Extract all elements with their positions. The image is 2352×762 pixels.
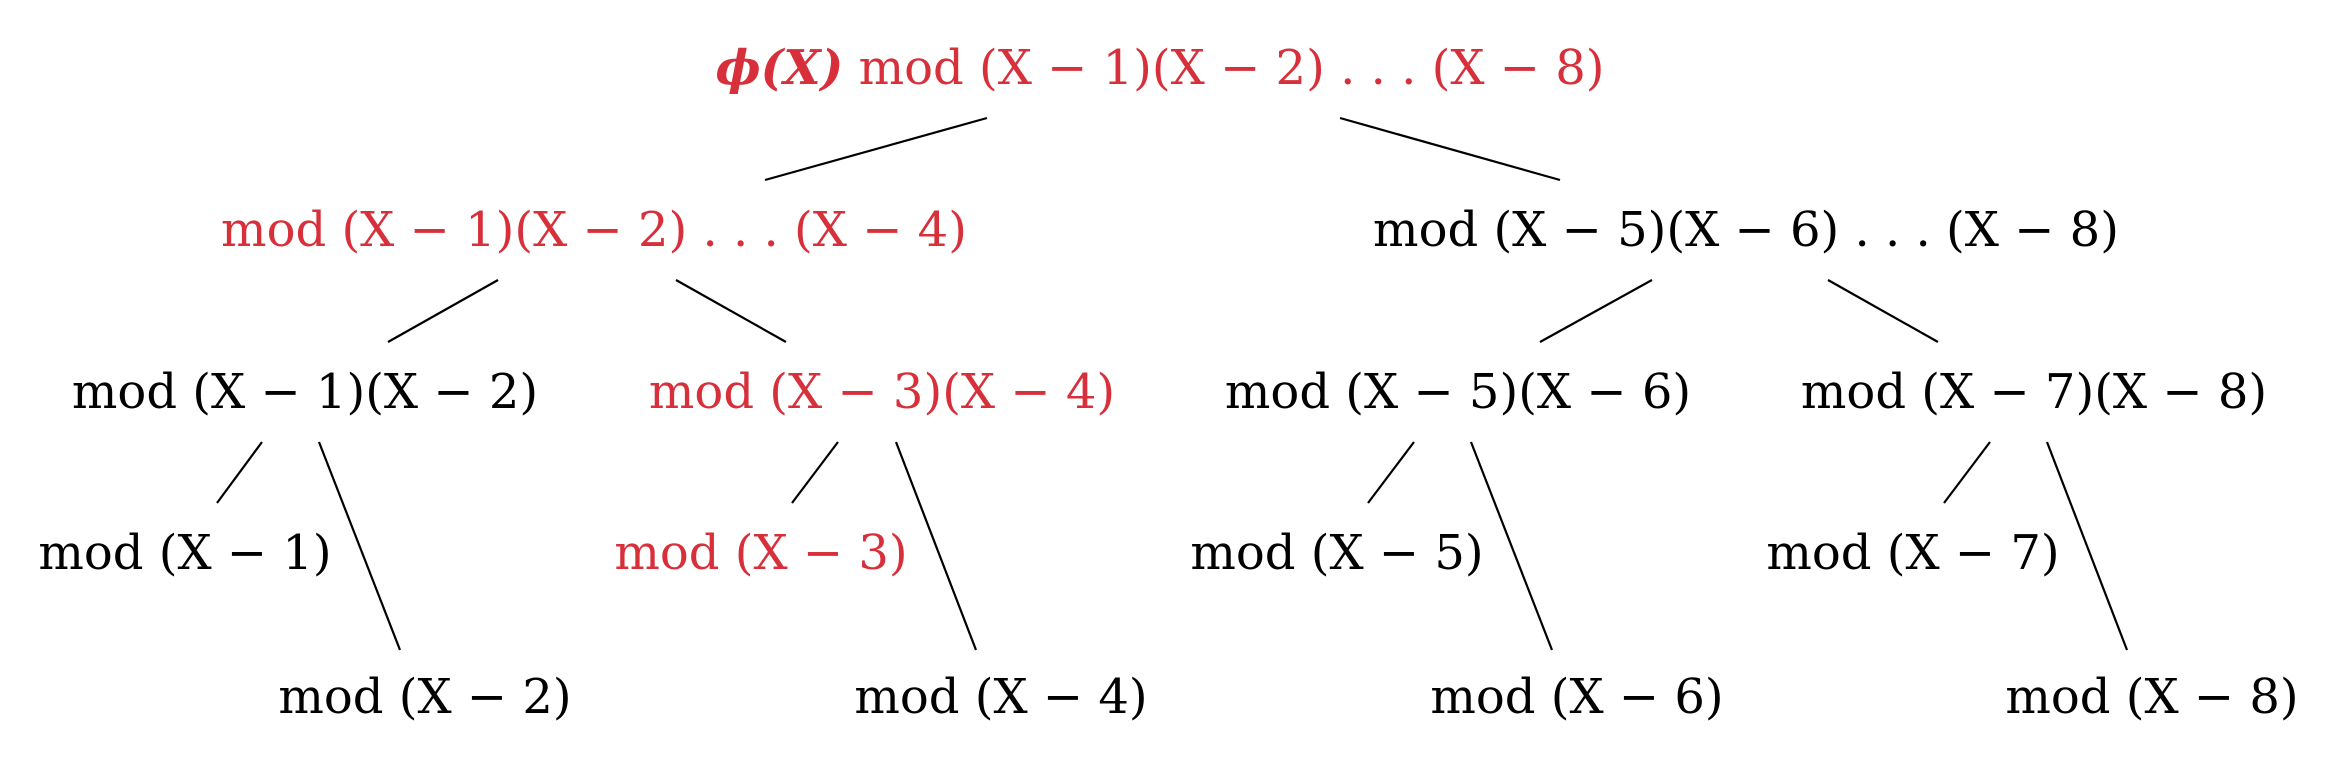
edge-l2c-right xyxy=(1469,441,1554,651)
leaf-label-1: mod (X − 1) xyxy=(38,525,332,581)
leaf-node-4: mod (X − 4) xyxy=(854,673,1147,721)
edge-l1a-right xyxy=(675,279,787,343)
leaf-label-3: mod (X − 3) xyxy=(614,525,908,581)
leaf-label-7: mod (X − 7) xyxy=(1766,525,2060,581)
leaf-label-6: mod (X − 6) xyxy=(1430,669,1724,725)
level2-label-4: mod (X − 7)(X − 8) xyxy=(1800,364,2268,420)
edge-l1b-left xyxy=(1539,279,1653,343)
edge-l2d-left xyxy=(1943,441,1991,504)
level1-node-right: mod (X − 5)(X − 6) . . . (X − 8) xyxy=(1373,206,2119,254)
edge-l2b-left xyxy=(791,441,839,504)
edge-l2a-left xyxy=(216,441,263,504)
level2-node-4: mod (X − 7)(X − 8) xyxy=(1801,368,2267,416)
phi-of-x: ϕ(X) xyxy=(715,40,844,96)
edge-root-right xyxy=(1339,116,1561,182)
level1-node-left: mod (X − 1)(X − 2) . . . (X − 4) xyxy=(221,206,967,254)
edge-l2c-left xyxy=(1367,441,1415,504)
leaf-node-2: mod (X − 2) xyxy=(278,673,571,721)
edge-l1a-left xyxy=(387,279,499,343)
edge-l2d-right xyxy=(2045,441,2129,651)
leaf-node-5: mod (X − 5) xyxy=(1190,529,1483,577)
root-label: mod (X − 1)(X − 2) . . . (X − 8) xyxy=(843,40,1605,96)
level2-node-1: mod (X − 1)(X − 2) xyxy=(72,368,538,416)
leaf-node-8: mod (X − 8) xyxy=(2005,673,2298,721)
edge-l2b-right xyxy=(894,441,978,651)
leaf-node-3: mod (X − 3) xyxy=(614,529,907,577)
leaf-node-7: mod (X − 7) xyxy=(1766,529,2059,577)
leaf-label-5: mod (X − 5) xyxy=(1190,525,1484,581)
edge-root-left xyxy=(764,116,988,182)
edge-l2a-right xyxy=(317,441,402,651)
level2-label-1: mod (X − 1)(X − 2) xyxy=(71,364,539,420)
leaf-node-6: mod (X − 6) xyxy=(1430,673,1723,721)
edge-l1b-right xyxy=(1827,279,1939,343)
root-node: ϕ(X) mod (X − 1)(X − 2) . . . (X − 8) xyxy=(715,44,1604,92)
level2-label-2: mod (X − 3)(X − 4) xyxy=(648,364,1116,420)
level2-node-3: mod (X − 5)(X − 6) xyxy=(1225,368,1691,416)
level2-node-2: mod (X − 3)(X − 4) xyxy=(649,368,1115,416)
leaf-label-2: mod (X − 2) xyxy=(278,669,572,725)
level1-label-right: mod (X − 5)(X − 6) . . . (X − 8) xyxy=(1373,202,2119,258)
leaf-label-4: mod (X − 4) xyxy=(854,669,1148,725)
level1-label-left: mod (X − 1)(X − 2) . . . (X − 4) xyxy=(221,202,967,258)
leaf-node-1: mod (X − 1) xyxy=(38,529,331,577)
leaf-label-8: mod (X − 8) xyxy=(2005,669,2299,725)
level2-label-3: mod (X − 5)(X − 6) xyxy=(1224,364,1692,420)
